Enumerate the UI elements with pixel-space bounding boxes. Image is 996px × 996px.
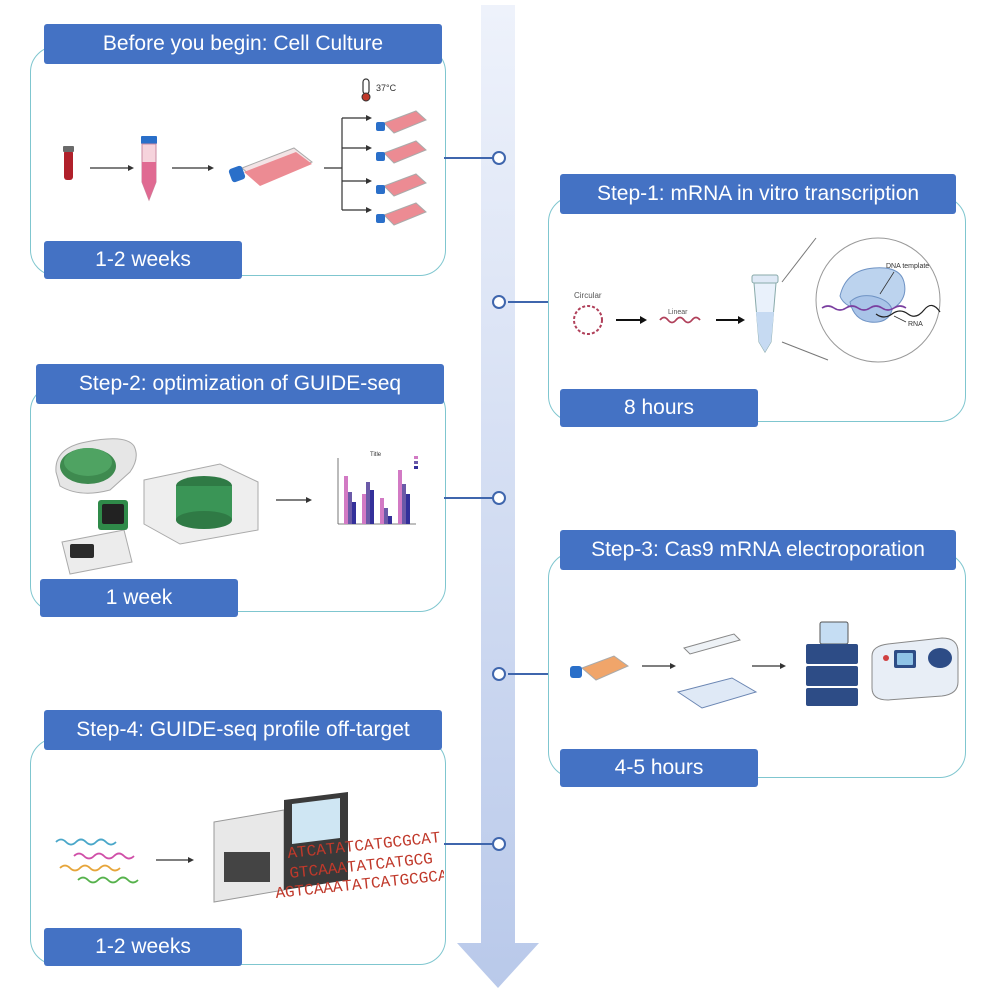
eppendorf-tube-icon [751, 274, 779, 353]
dna-template-strand [821, 305, 907, 311]
connector-step-3 [508, 673, 548, 675]
node-step-3 [492, 667, 506, 681]
electroporator-device-icon [55, 438, 137, 494]
node-step-2 [492, 491, 506, 505]
connector-step-1 [508, 301, 548, 303]
label-rna: RNA [908, 321, 923, 328]
dna-fragments-icon [55, 838, 139, 884]
title-step-1: Step-1: mRNA in vitro transcription [560, 174, 956, 214]
connector-step-4 [444, 843, 494, 845]
connector-cell-culture [444, 157, 494, 159]
title-step-2: Step-2: optimization of GUIDE-seq [36, 364, 444, 404]
flask-small-4-icon [376, 202, 427, 226]
flask-small-1-icon [376, 110, 427, 134]
culture-flask-icon [228, 147, 313, 186]
optimization-illustration: Title [55, 438, 418, 575]
connector-step-2 [444, 497, 494, 499]
node-cell-culture [492, 151, 506, 165]
thermometer-icon [361, 78, 371, 102]
flask-small-2-icon [376, 140, 427, 164]
conical-tube-icon [141, 136, 157, 202]
node-step-4 [492, 837, 506, 851]
duration-step-3: 4-5 hours [560, 749, 758, 787]
sequencing-illustration: ATCATATCATGCGCAT GTCAAATATCATGCG AGTCAAA… [55, 792, 444, 903]
electroporation-illustration [570, 621, 959, 709]
rna-strand [875, 304, 941, 318]
duration-step-1: 8 hours [560, 389, 758, 427]
temperature-label: 37°C [376, 83, 397, 93]
chart-title: Title [370, 452, 382, 458]
ivt-illustration: Circular Linear DNA template RNA [573, 237, 941, 363]
label-circular: Circular [574, 291, 602, 300]
nucleofector-device-icon [871, 637, 959, 701]
orange-flask-icon [570, 655, 630, 681]
incubator-device-icon [143, 463, 259, 545]
well-plate-icon [676, 677, 758, 709]
flask-small-3-icon [376, 173, 427, 197]
node-step-1 [492, 295, 506, 309]
linear-dna-icon [659, 316, 701, 324]
rna-polymerase-icon [839, 267, 906, 323]
panel-cell-culture [30, 46, 446, 276]
title-step-3: Step-3: Cas9 mRNA electroporation [560, 530, 956, 570]
electroporation-system-icon [806, 621, 858, 706]
blood-tube-icon [63, 146, 74, 180]
duration-step-2: 1 week [40, 579, 238, 617]
strip-tubes-icon [683, 633, 741, 655]
bar-chart-icon: Title [337, 452, 418, 525]
sequencer-icon [213, 792, 348, 903]
label-linear: Linear [668, 309, 688, 316]
thermocycler-icon [61, 500, 133, 575]
duration-step-4: 1-2 weeks [44, 928, 242, 966]
cell-culture-illustration: 37°C [63, 78, 427, 226]
title-step-4: Step-4: GUIDE-seq profile off-target [44, 710, 442, 750]
circular-plasmid-icon [573, 305, 603, 335]
title-cell-culture: Before you begin: Cell Culture [44, 24, 442, 64]
duration-cell-culture: 1-2 weeks [44, 241, 242, 279]
label-dna-template: DNA template [886, 263, 929, 270]
